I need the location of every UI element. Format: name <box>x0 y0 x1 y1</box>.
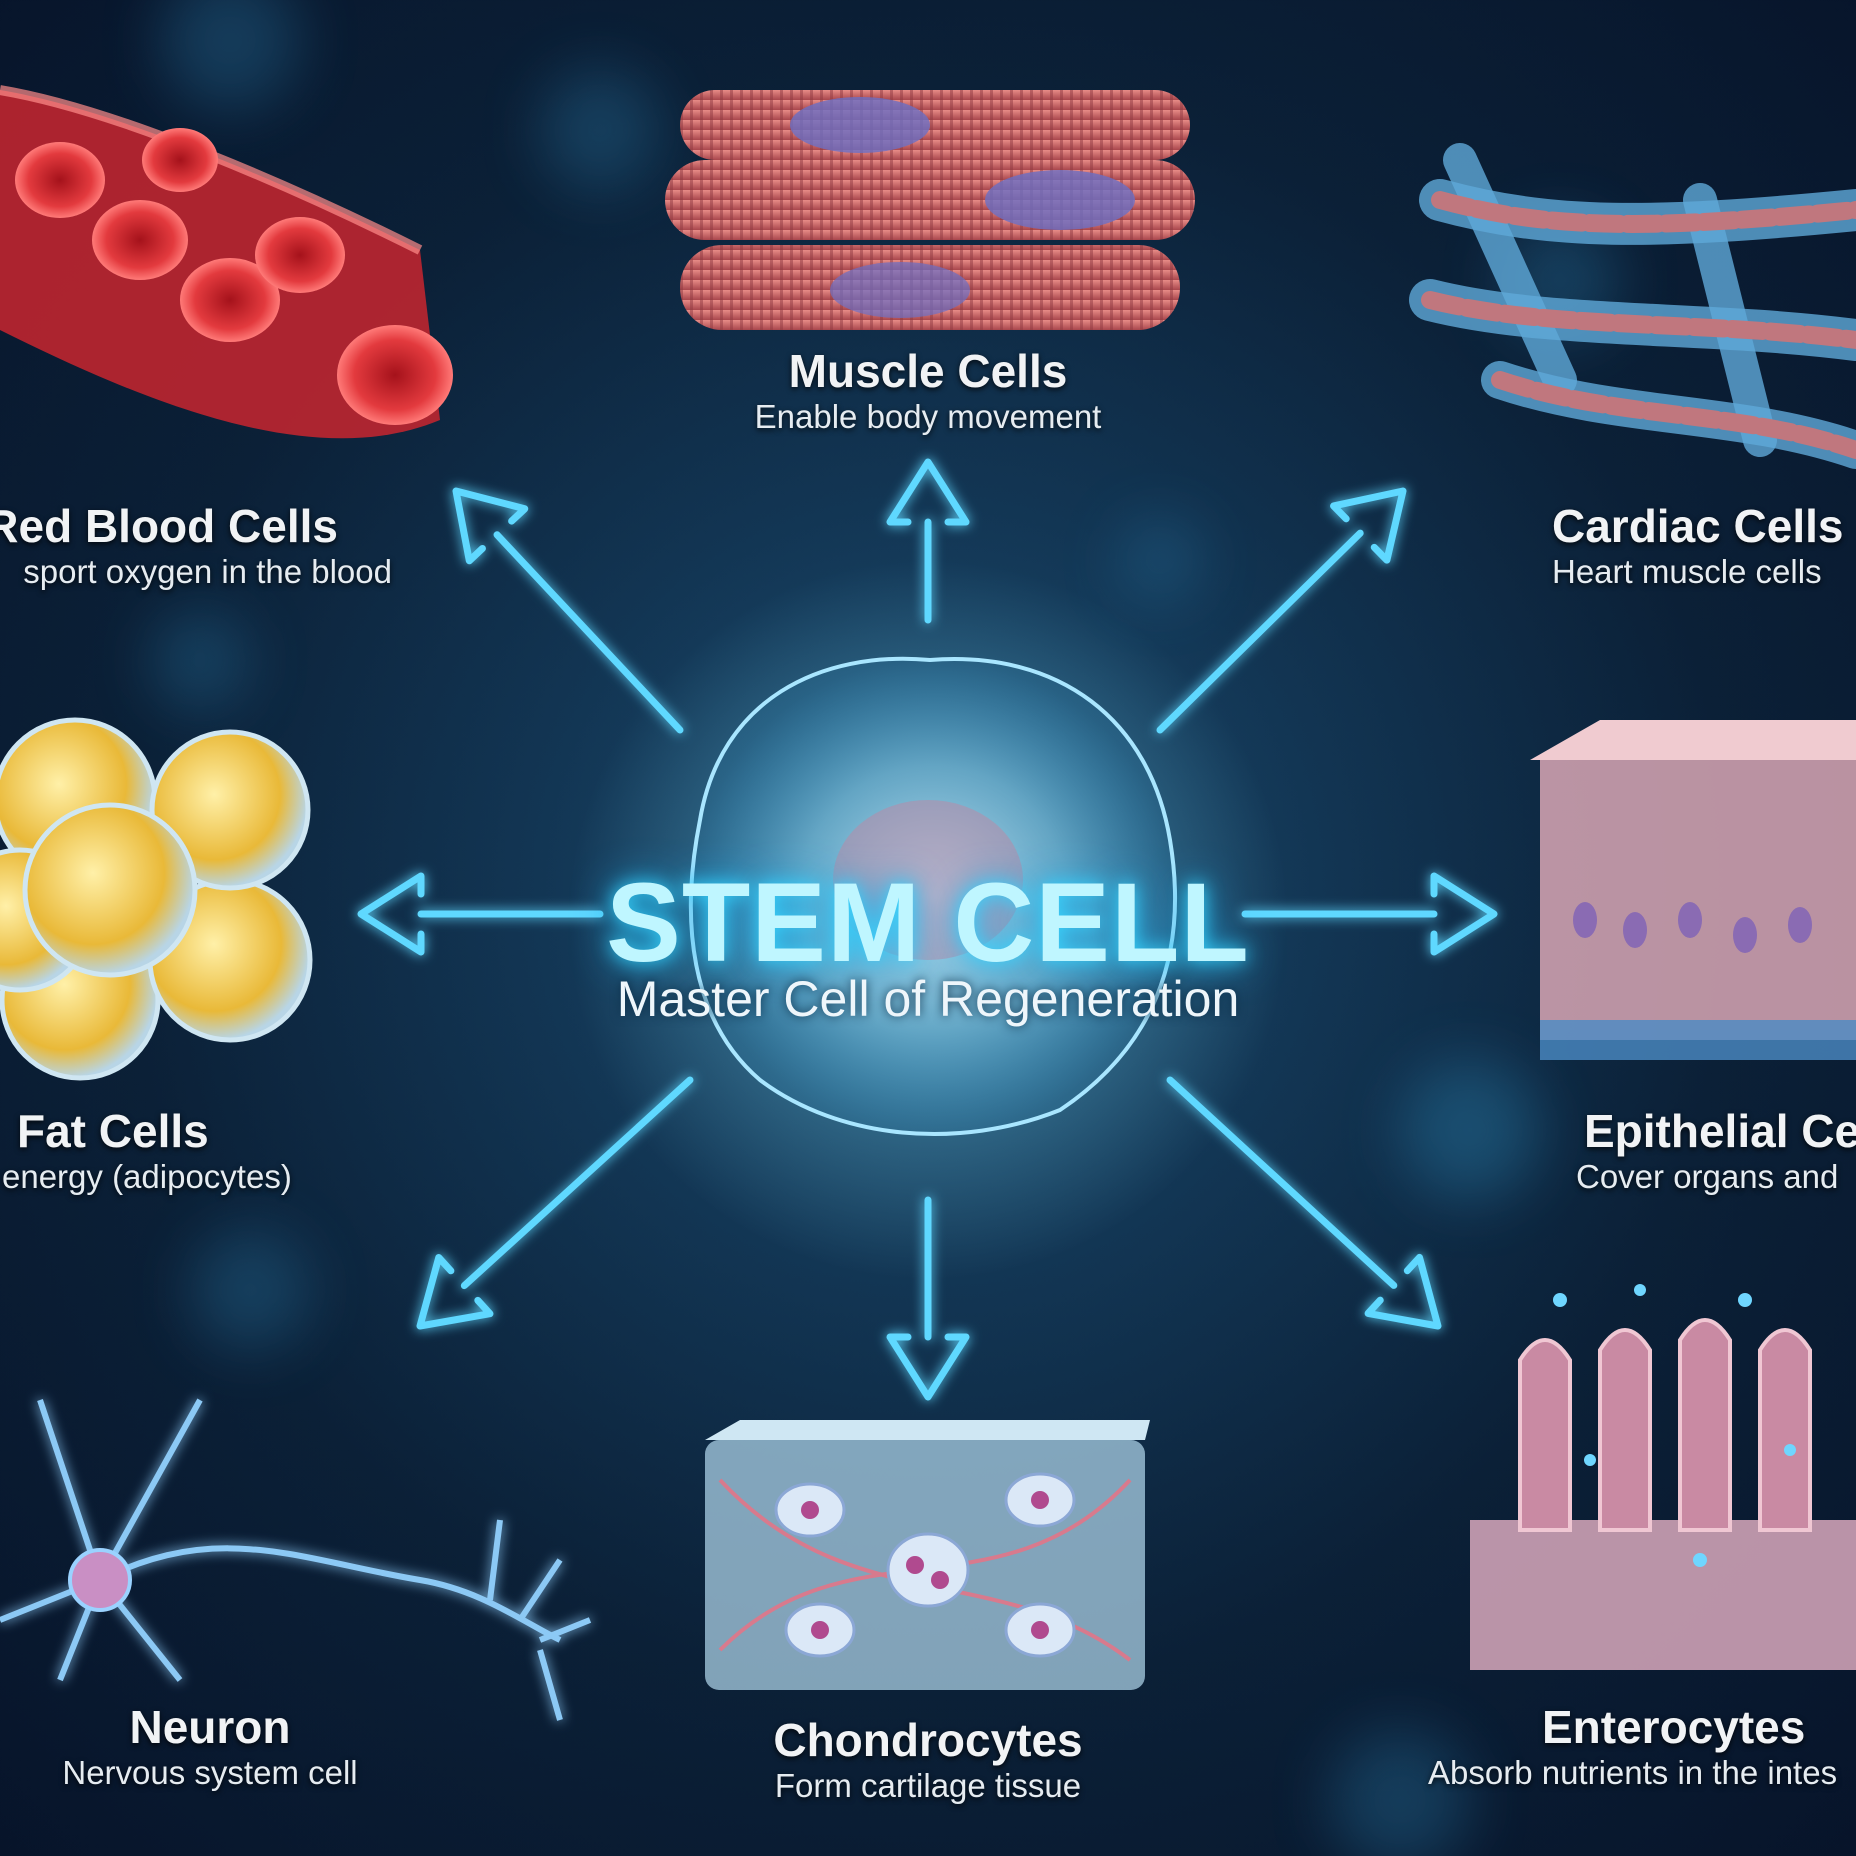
muscle-cells-label: Muscle Cells Enable body movement <box>755 345 1102 437</box>
cardiac-cells-subtitle: Heart muscle cells <box>1552 553 1822 590</box>
red-blood-cells-subtitle: sport oxygen in the blood <box>23 553 392 590</box>
fat-cells-title: Fat Cells <box>17 1105 209 1157</box>
stem-cell-nucleus <box>833 800 1023 960</box>
arrow-up-icon <box>886 458 970 624</box>
neuron-subtitle: Nervous system cell <box>62 1754 358 1791</box>
enterocytes-subtitle: Absorb nutrients in the intes <box>1428 1754 1838 1791</box>
fat-cells-label: Fat Cells energy (adipocytes) <box>2 1105 292 1197</box>
background-bokeh <box>150 0 1620 1856</box>
arrow-up-right-icon <box>1156 487 1407 734</box>
arrow-right-icon <box>1241 872 1498 956</box>
enterocytes-label: Enterocytes Absorb nutrients in the inte… <box>1428 1701 1837 1793</box>
stem-cell-title: STEM CELL <box>606 860 1250 985</box>
neuron-nucleus <box>68 1548 132 1612</box>
arrow-down-left-icon <box>416 1076 694 1330</box>
cardiac-cells-label: Cardiac Cells Heart muscle cells <box>1552 500 1843 592</box>
arrow-up-left-icon <box>452 487 684 734</box>
arrow-down-icon <box>886 1196 970 1401</box>
neuron-label: Neuron Nervous system cell <box>62 1701 357 1793</box>
arrow-down-right-icon <box>1166 1076 1442 1330</box>
chondrocytes-label: Chondrocytes Form cartilage tissue <box>773 1714 1082 1806</box>
cardiac-cells-illustration <box>1409 143 1856 469</box>
red-blood-cells-label: Red Blood Cells sport oxygen in the bloo… <box>0 500 392 592</box>
epithelial-cells-title: Epithelial Ce <box>1584 1105 1856 1157</box>
red-blood-cells-illustration <box>0 85 453 439</box>
neuron-illustration <box>0 1398 592 1721</box>
muscle-cells-title: Muscle Cells <box>788 345 1068 397</box>
fat-cells-illustration <box>0 717 313 1081</box>
epithelial-cells-illustration <box>1530 720 1856 1060</box>
epithelial-cells-subtitle: Cover organs and <box>1576 1158 1839 1195</box>
arrow-left-icon <box>357 872 604 956</box>
chondrocytes-subtitle: Form cartilage tissue <box>774 1767 1082 1804</box>
enterocytes-illustration <box>1470 1284 1856 1670</box>
epithelial-cells-label: Epithelial Ce Cover organs and <box>1576 1105 1856 1197</box>
stem-cell-subtitle: Master Cell of Regeneration <box>616 971 1240 1027</box>
neuron-title: Neuron <box>129 1701 291 1753</box>
muscle-cells-subtitle: Enable body movement <box>754 398 1102 435</box>
enterocytes-title: Enterocytes <box>1542 1701 1806 1753</box>
red-blood-cells-title: Red Blood Cells <box>0 500 338 552</box>
fat-cells-subtitle: energy (adipocytes) <box>2 1158 292 1195</box>
muscle-cells-illustration <box>665 90 1195 330</box>
chondrocytes-title: Chondrocytes <box>773 1714 1083 1766</box>
chondrocytes-illustration <box>705 1420 1150 1690</box>
differentiation-arrows <box>357 458 1498 1401</box>
cardiac-cells-title: Cardiac Cells <box>1552 500 1844 552</box>
